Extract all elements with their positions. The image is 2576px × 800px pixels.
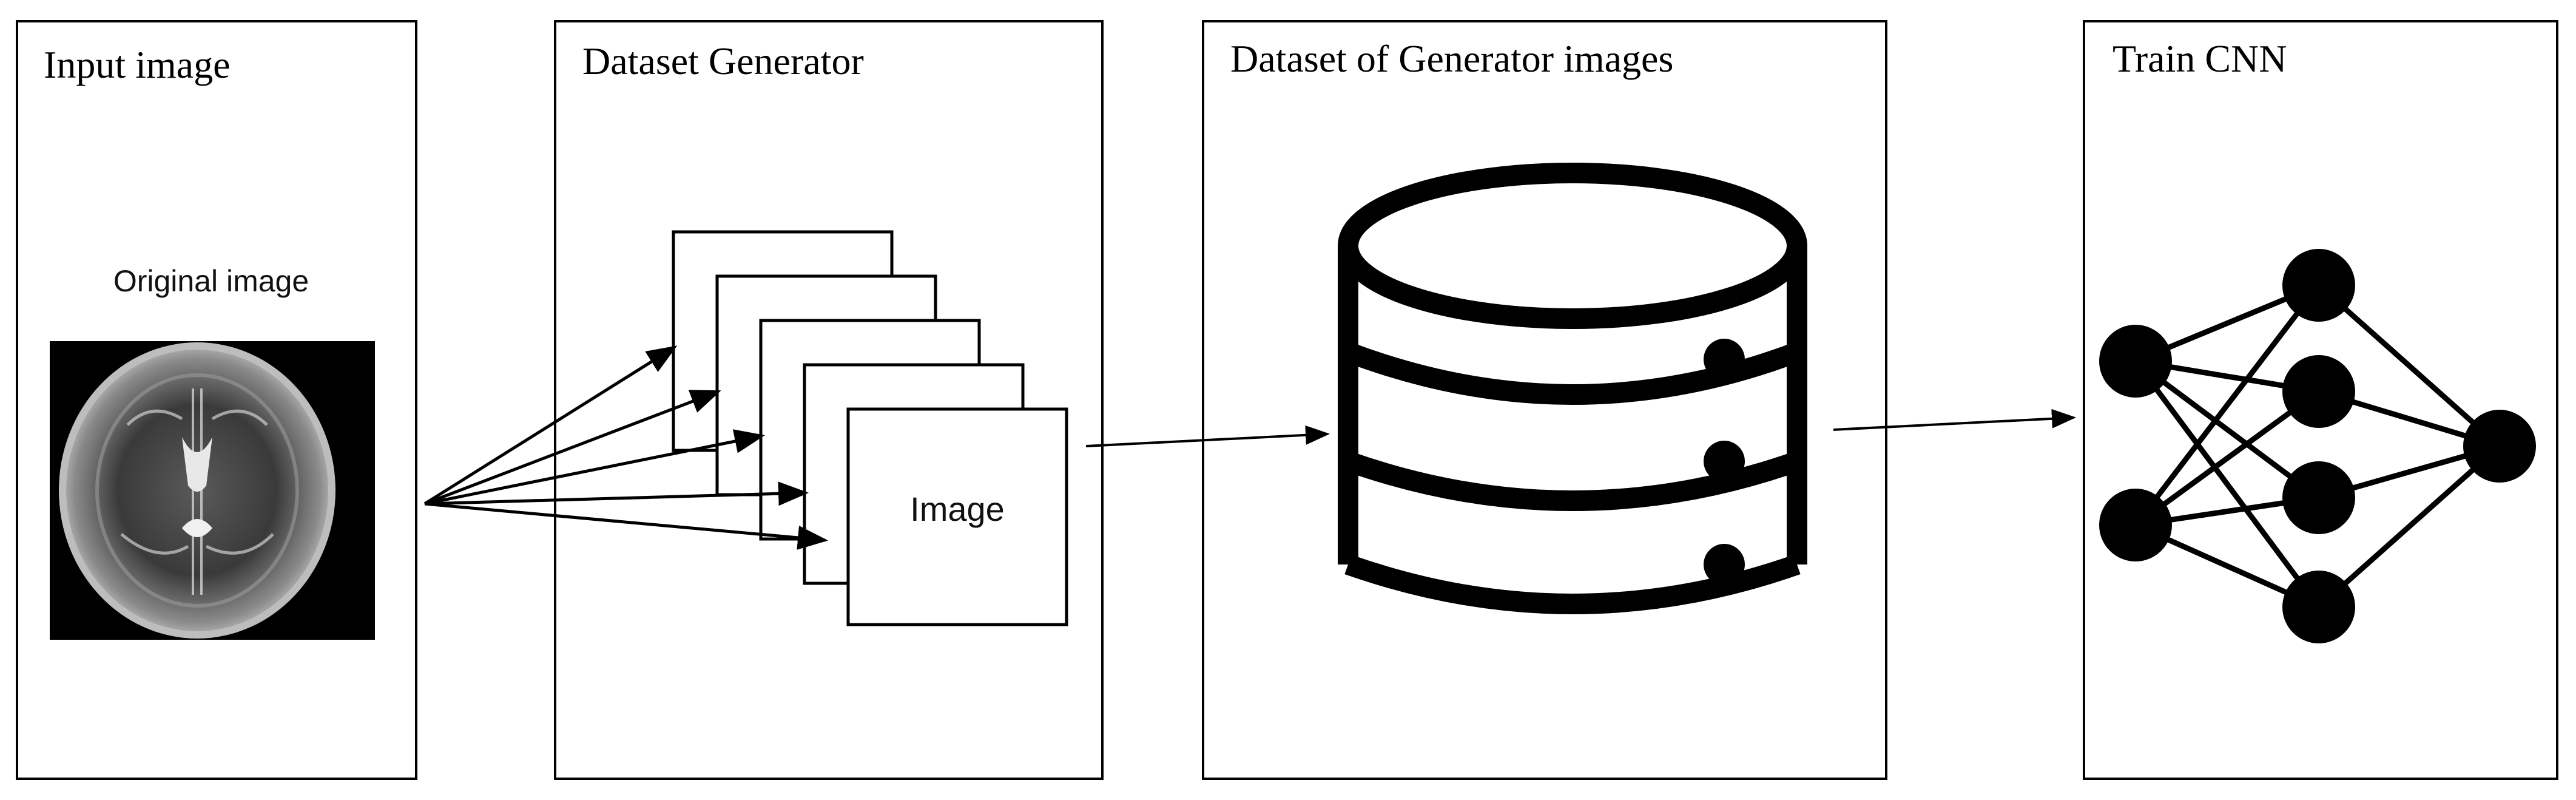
panel-dataset-generator: Dataset Generator Image (554, 20, 1104, 780)
fan-out-arrows (423, 345, 828, 550)
front-image-card (846, 407, 1068, 626)
arrow-to-cnn (1833, 408, 2076, 431)
original-image-caption: Original image (113, 264, 309, 298)
brain-mri-image (50, 341, 375, 640)
hidden-node (2282, 571, 2355, 643)
panel-title-input: Input image (44, 43, 230, 86)
panel-title-dataset: Dataset of Generator images (1230, 37, 1673, 80)
input-node (2099, 325, 2172, 398)
panel-title-cnn: Train CNN (2112, 37, 2287, 80)
image-card-stack (672, 230, 1068, 626)
input-node (2099, 489, 2172, 561)
panel-train-cnn: Train CNN (2083, 20, 2558, 780)
hidden-node (2282, 461, 2355, 534)
front-card-label: Image (910, 490, 1005, 528)
hidden-node (2282, 355, 2355, 428)
database-icon (1338, 163, 1807, 614)
neural-network-icon (2099, 249, 2536, 643)
panel-input-image: Input image Original image (16, 20, 417, 780)
arrow-to-dataset (1085, 425, 1330, 447)
panel-title-generator: Dataset Generator (582, 39, 864, 83)
hidden-node (2282, 249, 2355, 322)
output-node (2463, 410, 2536, 483)
panel-dataset: Dataset of Generator images (1202, 20, 1887, 780)
